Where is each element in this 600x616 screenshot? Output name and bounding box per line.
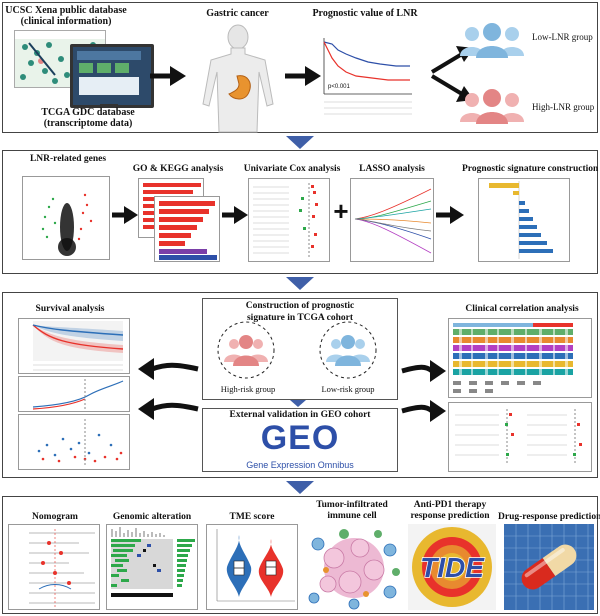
lnr-genes-title: LNR-related genes xyxy=(29,154,107,164)
survival-km-plot xyxy=(18,318,130,374)
high-risk-label: High-risk group xyxy=(220,384,276,394)
clinical-forest-plots xyxy=(448,402,592,472)
tcga-title: TCGA GDC database(transcriptome data) xyxy=(41,107,135,129)
high-lnr-label: High-LNR group xyxy=(532,102,595,112)
gastric-cancer-title: Gastric cancer xyxy=(206,8,269,19)
drug-response-title: Drug-response prediction xyxy=(498,512,600,522)
survival-title: Survival analysis xyxy=(35,304,105,314)
lnr-pvalue: p<0.001 xyxy=(328,84,351,90)
immune-cells-illustration xyxy=(308,529,400,610)
low-risk-people-icon xyxy=(319,321,377,379)
lasso-title: LASSO analysis xyxy=(359,164,425,174)
ucsc-title: UCSC Xena public database(clinical infor… xyxy=(5,5,127,27)
lasso-coefficient-plot xyxy=(350,178,434,262)
construction-to-validation-arrow xyxy=(290,400,306,407)
tme-score-title: TME score xyxy=(229,512,275,522)
lnr-km-plot: p<0.001 xyxy=(323,38,412,115)
downstream-analyses-panel xyxy=(2,496,598,614)
high-risk-people-icon xyxy=(217,321,275,379)
tcga-gdc-screenshot xyxy=(70,44,154,108)
geo-caption: Gene Expression Omnibus xyxy=(246,460,354,470)
tide-logo-text: TIDE xyxy=(420,552,485,583)
low-lnr-label: Low-LNR group xyxy=(532,32,593,42)
arrow-to-cox xyxy=(222,206,248,224)
risk-score-plot xyxy=(18,376,130,412)
low-lnr-people-icon xyxy=(460,23,524,58)
low-risk-label: Low-risk group xyxy=(321,384,375,394)
signature-coefficient-chart xyxy=(478,178,570,262)
arrow-to-gastric xyxy=(150,66,186,86)
univariate-cox-title: Univariate Cox analysis xyxy=(243,164,341,174)
down-arrow-3 xyxy=(286,481,314,494)
nomogram-title: Nomogram xyxy=(32,512,78,522)
arrow-to-signature xyxy=(436,206,464,224)
tide-logo: TIDE xyxy=(408,524,496,610)
genomic-alteration-title: Genomic alteration xyxy=(112,512,192,522)
external-validation-title: External validation in GEO cohort xyxy=(229,410,371,420)
oncoplot xyxy=(106,524,198,610)
arrow-to-lnr xyxy=(285,66,321,86)
clinical-heatmap xyxy=(448,318,592,398)
nomogram-plot xyxy=(8,524,100,610)
human-body-icon xyxy=(202,24,274,133)
lnr-title: Prognostic value of LNR xyxy=(312,8,418,19)
monitor-stand xyxy=(100,104,118,108)
high-lnr-people-icon xyxy=(460,89,524,124)
arrow-to-clinical xyxy=(401,360,446,382)
arrow-from-validation-to-survival xyxy=(138,398,199,420)
volcano-plot xyxy=(22,176,110,260)
geo-logo: GEO xyxy=(260,419,340,457)
go-kegg-title: GO & KEGG analysis xyxy=(132,164,224,174)
arrow-from-validation-to-clinical xyxy=(401,400,446,422)
kegg-bar-chart-front xyxy=(154,196,220,262)
clinical-correlation-title: Clinical correlation analysis xyxy=(465,304,579,314)
tme-violin-plot xyxy=(206,524,298,610)
down-arrow-2 xyxy=(286,277,314,290)
construction-box xyxy=(202,298,398,400)
down-arrow-1 xyxy=(286,136,314,149)
arrow-to-survival xyxy=(138,358,199,380)
plus-sign: + xyxy=(333,196,349,226)
external-validation-box xyxy=(202,408,398,472)
survival-status-plot xyxy=(18,414,130,470)
drug-pill-illustration xyxy=(504,524,594,610)
signature-construction-title: Prognostic signature construction xyxy=(462,164,599,174)
cox-forest-plot xyxy=(248,178,330,262)
arrow-to-go xyxy=(112,206,138,224)
